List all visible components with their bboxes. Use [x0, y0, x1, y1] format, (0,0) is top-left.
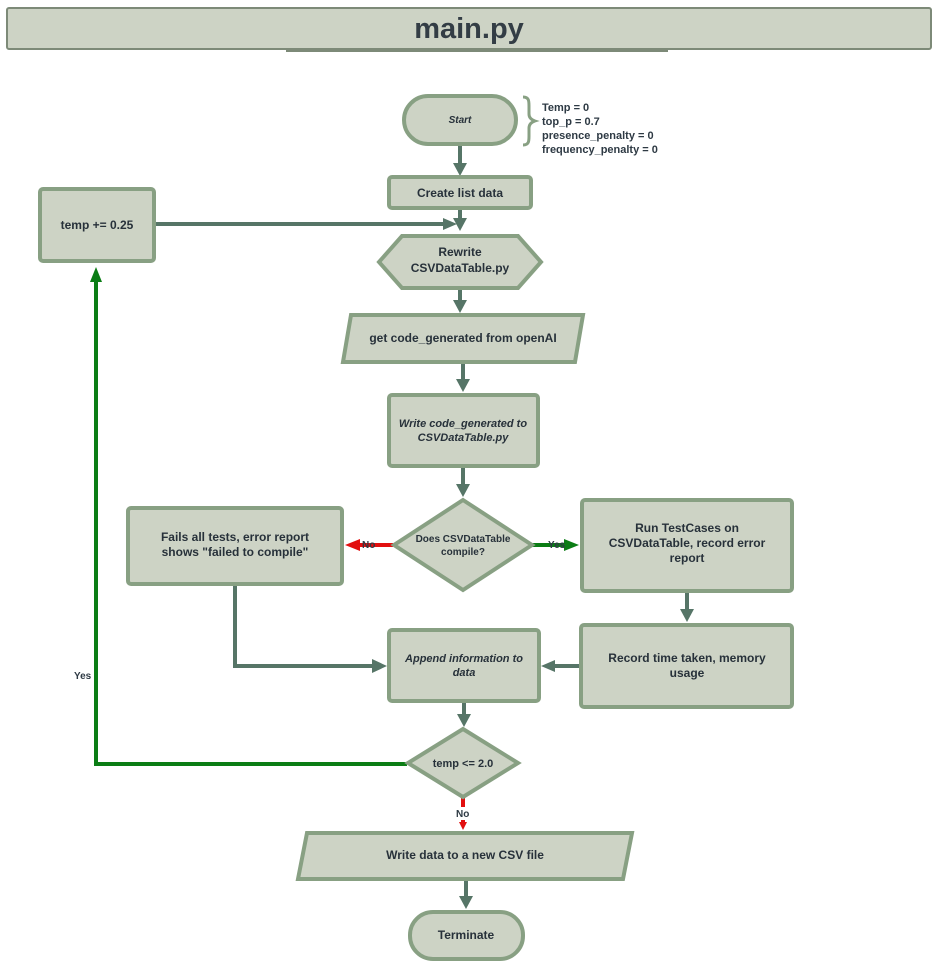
rewrite-label-line2: CSVDataTable.py — [411, 261, 510, 275]
node-fails-all: Fails all tests, error report shows "fai… — [126, 506, 344, 586]
record-time-label-line1: Record time taken, memory — [608, 651, 766, 665]
node-get-code: get code_generated from openAI — [340, 313, 586, 364]
append-info-label-line2: data — [453, 667, 476, 679]
process-shape — [387, 175, 533, 210]
fails-all-label-line1: Fails all tests, error report — [161, 530, 309, 544]
node-run-tests: Run TestCases on CSVDataTable, record er… — [580, 498, 794, 593]
node-temp-increment: temp += 0.25 — [38, 187, 156, 263]
temp-no-label: No — [456, 809, 469, 820]
process-shape — [579, 623, 794, 709]
process-shape — [580, 498, 794, 593]
compile-no-label: No — [362, 540, 375, 551]
get-code-label: get code_generated from openAI — [369, 331, 556, 345]
preparation-shape — [376, 234, 544, 290]
io-shape — [295, 831, 635, 881]
start-label: Start — [449, 115, 472, 126]
process-shape — [38, 187, 156, 263]
temp-yes-label: Yes — [74, 671, 92, 682]
fails-all-label-line2: shows "failed to compile" — [162, 545, 309, 559]
arrowhead — [680, 609, 694, 622]
page-title: main.py — [414, 13, 524, 45]
append-info-label-line1: Append information to — [404, 653, 523, 665]
compile-check-label-line1: Does CSVDataTable — [416, 534, 511, 545]
run-tests-label-line1: Run TestCases on — [635, 521, 739, 535]
node-write-csv: Write data to a new CSV file — [295, 831, 635, 881]
record-time-label-line2: usage — [670, 666, 705, 680]
param-top-p: top_p = 0.7 — [542, 116, 600, 128]
arrowhead-yes — [564, 539, 579, 551]
arrowhead-yes — [90, 267, 102, 282]
param-temp: Temp = 0 — [542, 102, 589, 114]
edge-fails-append — [233, 586, 374, 668]
process-shape — [126, 506, 344, 586]
arrowhead — [453, 218, 467, 231]
terminal-shape — [408, 910, 525, 961]
run-tests-label-line3: report — [670, 551, 705, 565]
write-csv-label: Write data to a new CSV file — [386, 848, 544, 862]
decision-shape — [390, 497, 536, 593]
node-record-time: Record time taken, memory usage — [579, 623, 794, 709]
arrowhead — [456, 379, 470, 392]
io-shape — [340, 313, 586, 364]
temp-check-label: temp <= 2.0 — [433, 758, 494, 770]
arrowhead — [453, 163, 467, 176]
arrowhead — [541, 660, 555, 672]
arrowhead — [456, 484, 470, 497]
write-code-label-line2: CSVDataTable.py — [418, 432, 510, 444]
terminal-shape — [402, 94, 518, 146]
edge-temp-yes — [94, 280, 407, 766]
title-bar: main.py — [6, 7, 932, 52]
arrowhead — [443, 218, 457, 230]
node-compile-check: Does CSVDataTable compile? — [390, 497, 536, 593]
process-shape — [387, 628, 541, 703]
arrowhead-no — [459, 822, 467, 830]
create-list-label: Create list data — [417, 186, 503, 200]
node-temp-check: temp <= 2.0 — [404, 726, 522, 800]
arrowhead — [457, 714, 471, 727]
params-annotation: Temp = 0 top_p = 0.7 presence_penalty = … — [542, 102, 658, 156]
rewrite-label-line1: Rewrite — [438, 245, 482, 259]
terminate-label: Terminate — [438, 928, 495, 942]
arrowhead — [372, 659, 387, 673]
param-presence-penalty: presence_penalty = 0 — [542, 130, 654, 142]
node-write-code: Write code_generated to CSVDataTable.py — [387, 393, 540, 468]
process-shape — [387, 393, 540, 468]
node-create-list: Create list data — [387, 175, 533, 210]
decision-shape — [404, 726, 522, 800]
compile-check-label-line2: compile? — [441, 547, 485, 558]
arrowhead-no — [345, 539, 360, 551]
arrowhead — [453, 300, 467, 313]
node-start: Start — [402, 94, 518, 146]
arrowhead — [459, 896, 473, 909]
write-code-label-line1: Write code_generated to — [399, 418, 527, 430]
connectors — [90, 146, 694, 909]
param-frequency-penalty: frequency_penalty = 0 — [542, 144, 658, 156]
parameter-brace — [522, 95, 540, 147]
temp-increment-label: temp += 0.25 — [61, 218, 134, 232]
node-append-info: Append information to data — [387, 628, 541, 703]
run-tests-label-line2: CSVDataTable, record error — [609, 536, 766, 550]
node-rewrite: Rewrite CSVDataTable.py — [376, 234, 544, 290]
title-underline — [286, 50, 668, 52]
compile-yes-label: Yes — [548, 540, 566, 551]
node-terminate: Terminate — [408, 910, 525, 961]
